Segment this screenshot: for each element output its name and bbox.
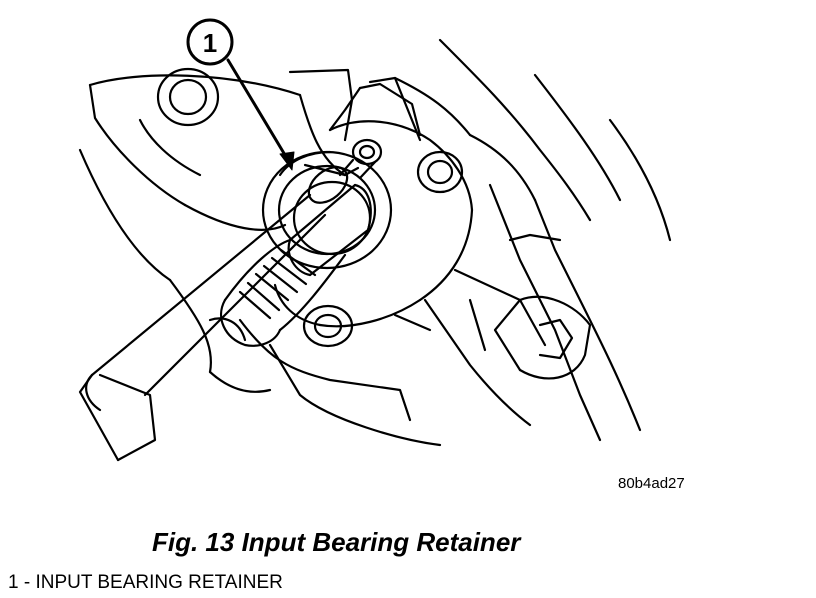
- mounting-boss-top-left: [156, 67, 220, 127]
- puller-tool: [78, 163, 372, 462]
- transmission-housing: [78, 38, 672, 447]
- alignment-pin: [338, 138, 383, 180]
- mounting-boss-bottom: [302, 304, 354, 348]
- retainer-plate: [273, 82, 474, 328]
- mounting-boss-right: [416, 150, 464, 194]
- callout-leader-line: [226, 58, 295, 171]
- housing-bracket: [493, 295, 592, 380]
- figure-caption: Fig. 13 Input Bearing Retainer: [152, 527, 521, 557]
- legend-item: 1 - INPUT BEARING RETAINER: [8, 572, 283, 593]
- input-shaft: [208, 238, 347, 347]
- input-bearing-retainer: [261, 150, 393, 270]
- callout-number: 1: [203, 28, 217, 58]
- image-reference-code: 80b4ad27: [618, 475, 685, 492]
- input-bearing-retainer-illustration: 1: [78, 18, 672, 462]
- callout-1: 1: [186, 18, 234, 66]
